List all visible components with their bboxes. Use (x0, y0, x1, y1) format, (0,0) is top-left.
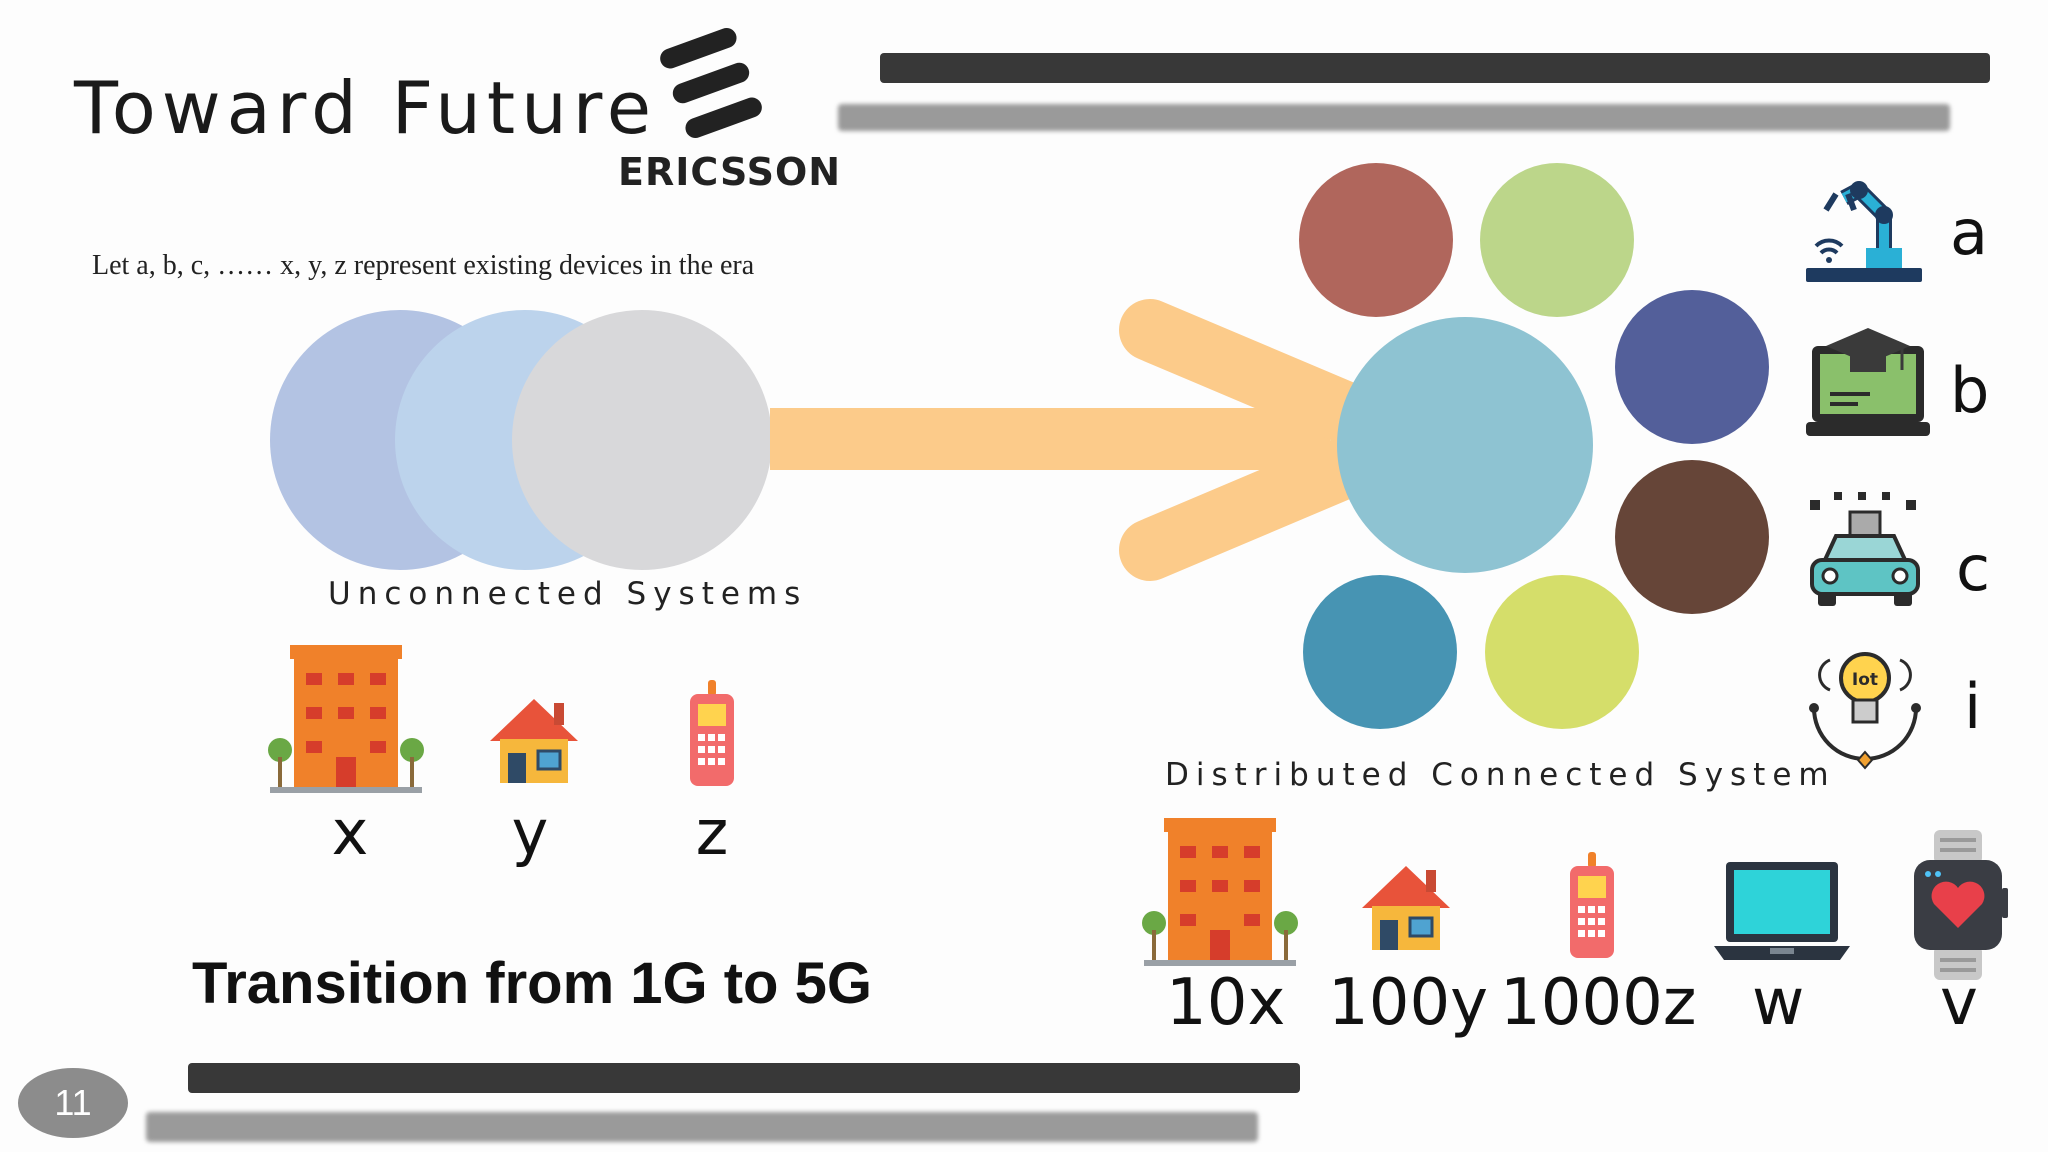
top-gray-bar (838, 104, 1950, 131)
apartment-building-icon (268, 645, 424, 793)
iot-bulb-icon: Iot (1809, 652, 1921, 770)
mobile-phone-icon (1570, 852, 1614, 958)
unconnected-circles (270, 310, 772, 570)
svg-text:Iot: Iot (1852, 670, 1878, 690)
unconnected-circle-3 (512, 310, 772, 570)
bottom-gray-bar (146, 1112, 1258, 1142)
slide-subtitle: Let a, b, c, …… x, y, z represent existi… (92, 250, 755, 281)
connected-circle-lightgreen (1480, 163, 1634, 317)
ericsson-logo-icon (660, 27, 762, 139)
page-number-badge: 11 (18, 1068, 128, 1138)
mobile-phone-icon (690, 680, 734, 786)
ericsson-logo-text: ERICSSON (618, 150, 842, 194)
legend-label-a: a (1950, 196, 1988, 269)
apartment-building-icon (1142, 818, 1298, 966)
smartwatch-icon (1914, 830, 2008, 980)
connected-circle-lime (1485, 575, 1639, 729)
slide-title: Toward Future (74, 66, 658, 150)
ai-car-icon (1810, 492, 1920, 606)
house-icon (490, 699, 578, 783)
bottom-dark-bar (188, 1063, 1300, 1093)
connected-circle-navy (1615, 290, 1769, 444)
unconnected-caption: Unconnected Systems (328, 576, 808, 612)
connected-circle-teal (1303, 575, 1457, 729)
laptop-icon (1714, 862, 1850, 960)
legend-label-i: i (1964, 670, 1982, 743)
connected-caption: Distributed Connected System (1165, 757, 1836, 793)
legend-label-b: b (1950, 354, 1990, 427)
device-label-1000z: 1000z (1500, 966, 1697, 1040)
top-dark-bar (880, 53, 1990, 83)
device-label-v: v (1940, 966, 1978, 1040)
device-label-z: z (695, 796, 729, 869)
device-label-w: w (1752, 966, 1805, 1040)
connected-circle-brown (1615, 460, 1769, 614)
connected-circles (1299, 163, 1769, 729)
connected-circle-center (1337, 317, 1593, 573)
house-icon (1362, 866, 1450, 950)
connected-circle-red (1299, 163, 1453, 317)
legend-label-c: c (1956, 532, 1991, 605)
transition-heading: Transition from 1G to 5G (192, 951, 872, 1016)
device-label-x: x (331, 796, 369, 869)
device-label-10x: 10x (1166, 966, 1286, 1040)
device-label-100y: 100y (1328, 966, 1489, 1040)
e-learning-laptop-icon (1806, 328, 1930, 436)
robotic-arm-icon (1806, 181, 1922, 282)
device-label-y: y (511, 796, 549, 869)
